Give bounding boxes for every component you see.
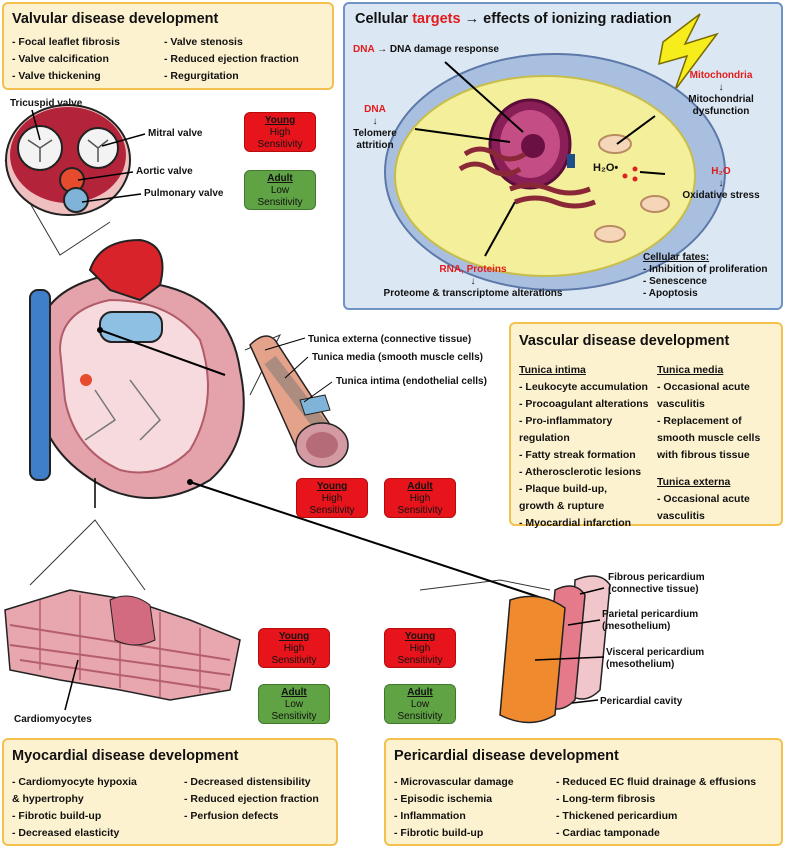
- list-item: & hypertrophy: [12, 793, 84, 805]
- tunica-intima-list: Tunica intima - Leukocyte accumulation -…: [519, 362, 649, 532]
- list-item: - Fatty streak formation: [519, 449, 636, 461]
- pericardial-cavity-label: Pericardial cavity: [600, 696, 683, 707]
- mitral-valve-label: Mitral valve: [148, 128, 203, 139]
- tunica-externa-label: Tunica externa (connective tissue): [308, 334, 472, 345]
- cardiomyocytes-image: [4, 589, 241, 701]
- sensitivity-badge-valve-adult: Adult Low Sensitivity: [244, 170, 316, 210]
- sensitivity-badge-valve-young: Young High Sensitivity: [244, 112, 316, 152]
- list-item: - Atherosclerotic lesions: [519, 466, 642, 478]
- pulmonary-valve-label: Pulmonary valve: [144, 188, 224, 199]
- rna-proteins-label: RNA, Proteins ↓ Proteome & transcriptome…: [383, 264, 563, 299]
- list-item: - Decreased distensibility: [184, 776, 311, 788]
- list-item: growth & rupture: [519, 500, 605, 512]
- list-item: - Fibrotic build-up: [394, 827, 484, 839]
- heart-valves-image: [5, 104, 131, 216]
- valvular-col2: - Valve stenosis - Reduced ejection frac…: [164, 34, 299, 85]
- cellular-title: Cellular targets → effects of ionizing r…: [355, 11, 672, 27]
- list-item: - Regurgitation: [164, 70, 239, 82]
- h2o-radical-label: H₂O•: [593, 162, 619, 174]
- tunica-media-label: Tunica media (smooth muscle cells): [312, 352, 483, 363]
- tricuspid-valve-label: Tricuspid valve: [10, 98, 83, 109]
- telomere-label: DNA ↓ Telomere attrition: [353, 104, 397, 151]
- list-item: - Myocardial infarction: [519, 517, 632, 529]
- list-item: smooth muscle cells: [657, 432, 761, 444]
- valvular-col1: - Focal leaflet fibrosis - Valve calcifi…: [12, 34, 120, 85]
- vascular-title: Vascular disease development: [519, 333, 730, 349]
- sensitivity-badge-myocardial-adult: Adult Low Sensitivity: [258, 684, 330, 724]
- list-item: - Thickened pericardium: [556, 810, 678, 822]
- valvular-panel: Valvular disease development - Focal lea…: [2, 2, 334, 90]
- list-item: - Cardiomyocyte hypoxia: [12, 776, 137, 788]
- cellular-fates: Cellular fates: - Inhibition of prolifer…: [643, 252, 768, 299]
- heart-image: [29, 238, 245, 499]
- aortic-valve-label: Aortic valve: [136, 166, 193, 177]
- list-item: - Leukocyte accumulation: [519, 381, 648, 393]
- fibrous-pericardium-label: Fibrous pericardium (connective tissue): [608, 572, 705, 595]
- list-item: - Procoagulant alterations: [519, 398, 649, 410]
- pericardial-panel: Pericardial disease development - Microv…: [384, 738, 783, 846]
- list-item: - Pro-inflammatory: [519, 415, 613, 427]
- lightning-icon: [658, 13, 719, 91]
- h2o-label: H₂O ↓ Oxidative stress: [682, 166, 760, 201]
- connector-line: [419, 579, 551, 591]
- list-item: - Episodic ischemia: [394, 793, 493, 805]
- list-item: - Valve calcification: [12, 53, 109, 65]
- myocardial-panel: Myocardial disease development - Cardiom…: [2, 738, 338, 846]
- myocardial-title: Myocardial disease development: [12, 748, 239, 764]
- cell-illustration: [384, 13, 726, 291]
- list-item: vasculitis: [657, 398, 705, 410]
- list-item: - Valve thickening: [12, 70, 101, 82]
- pericardial-title: Pericardial disease development: [394, 748, 619, 764]
- list-item: - Reduced EC fluid drainage & effusions: [556, 776, 757, 788]
- cellular-panel: Cellular targets → effects of ionizing r…: [343, 2, 783, 310]
- list-item: - Reduced ejection fraction: [164, 53, 299, 65]
- parietal-pericardium-label: Parietal pericardium (mesothelium): [602, 609, 699, 632]
- tunica-intima-label: Tunica intima (endothelial cells): [336, 376, 487, 387]
- valvular-title: Valvular disease development: [12, 11, 219, 27]
- list-item: - Occasional acute: [657, 381, 750, 393]
- list-item: - Perfusion defects: [184, 810, 279, 822]
- list-item: vasculitis: [657, 510, 705, 522]
- list-item: - Occasional acute: [657, 493, 750, 505]
- list-item: - Cardiac tamponade: [556, 827, 660, 839]
- pericardium-image: [499, 575, 611, 724]
- list-item: with fibrous tissue: [657, 449, 750, 461]
- sensitivity-badge-pericardial-young: Young High Sensitivity: [384, 628, 456, 668]
- list-item: - Valve stenosis: [164, 36, 243, 48]
- list-item: - Replacement of: [657, 415, 742, 427]
- list-item: - Decreased elasticity: [12, 827, 120, 839]
- list-item: - Plaque build-up,: [519, 483, 608, 495]
- list-item: - Focal leaflet fibrosis: [12, 36, 120, 48]
- cardiomyocytes-label: Cardiomyocytes: [14, 714, 92, 725]
- tunica-media-list: Tunica media - Occasional acute vasculit…: [657, 362, 760, 525]
- list-item: - Microvascular damage: [394, 776, 514, 788]
- pericardial-col1: - Microvascular damage - Episodic ischem…: [394, 774, 514, 842]
- visceral-pericardium-label: Visceral pericardium (mesothelium): [606, 647, 705, 670]
- sensitivity-badge-myocardial-young: Young High Sensitivity: [258, 628, 330, 668]
- pericardial-col2: - Reduced EC fluid drainage & effusions …: [556, 774, 756, 842]
- list-item: - Reduced ejection fraction: [184, 793, 319, 805]
- vascular-panel: Vascular disease development Tunica inti…: [509, 322, 783, 529]
- list-item: - Inflammation: [394, 810, 466, 822]
- list-item: regulation: [519, 432, 570, 444]
- list-item: - Long-term fibrosis: [556, 793, 656, 805]
- list-item: - Fibrotic build-up: [12, 810, 102, 822]
- dna-damage-label: DNA → DNA damage response: [353, 44, 499, 55]
- sensitivity-badge-vascular-adult: Adult High Sensitivity: [384, 478, 456, 518]
- sensitivity-badge-vascular-young: Young High Sensitivity: [296, 478, 368, 518]
- myocardial-col1: - Cardiomyocyte hypoxia & hypertrophy - …: [12, 774, 137, 842]
- connector-line: [29, 519, 146, 591]
- mitochondria-label: Mitochondria ↓ Mitochondrial dysfunction: [688, 70, 754, 117]
- myocardial-col2: - Decreased distensibility - Reduced eje…: [184, 774, 319, 825]
- sensitivity-badge-pericardial-adult: Adult Low Sensitivity: [384, 684, 456, 724]
